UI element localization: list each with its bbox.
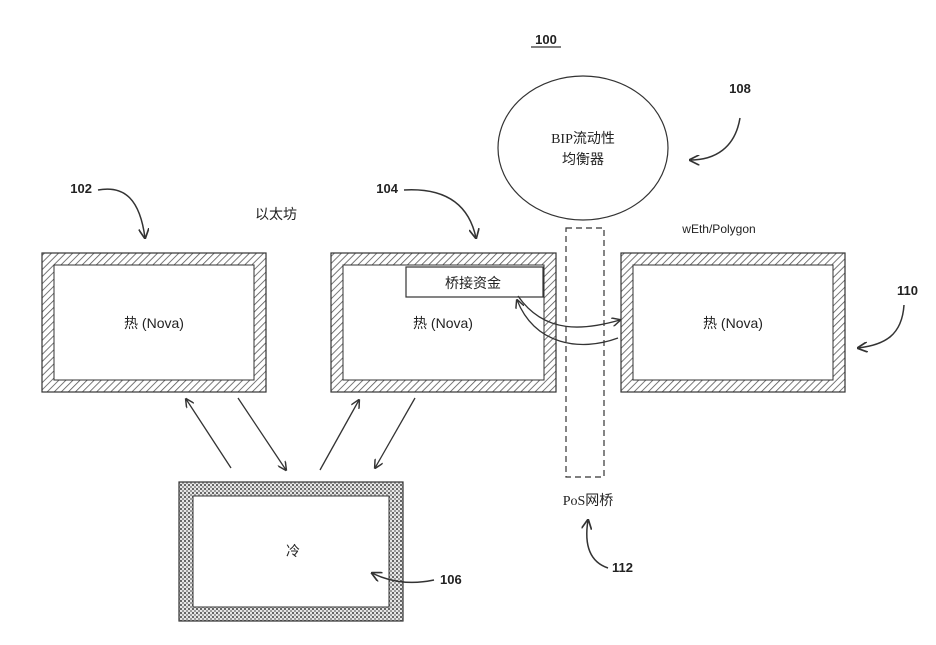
ref-110: 110 [897, 283, 918, 298]
leader-102 [97, 188, 145, 238]
cold-wallet-106: 冷 [178, 481, 404, 622]
weth-polygon-label: wEth/Polygon [681, 222, 755, 236]
hot-wallet-102-label: 热 (Nova) [124, 315, 184, 331]
balancer-label-line1: BIP流动性 [551, 131, 615, 147]
ref-104: 104 [376, 181, 398, 196]
pos-bridge-label: PoS网桥 [563, 493, 614, 509]
leader-106 [372, 573, 435, 584]
leader-108 [690, 117, 741, 160]
hot-wallet-104-label: 热 (Nova) [413, 315, 473, 331]
ref-102: 102 [70, 181, 92, 196]
hot-wallet-110: 热 (Nova) [620, 252, 846, 393]
pos-bridge-column [565, 227, 605, 478]
arrow-104-to-cold [375, 397, 416, 468]
bridge-arrow-to-104 [517, 300, 619, 346]
hot-wallet-110-label: 热 (Nova) [703, 315, 763, 331]
arrow-cold-to-104 [319, 400, 359, 471]
arrow-cold-to-102 [186, 399, 232, 469]
ethereum-label: 以太坊 [255, 206, 297, 222]
leader-110 [858, 304, 905, 348]
leader-104 [403, 189, 476, 238]
cold-wallet-106-label: 冷 [286, 543, 300, 559]
ref-112: 112 [612, 560, 633, 575]
leader-112 [587, 520, 609, 569]
hot-wallet-102: 热 (Nova) [41, 252, 267, 393]
bridge-funds-box: 桥接资金 [405, 266, 544, 298]
ref-108: 108 [729, 81, 751, 96]
bip-liquidity-balancer: BIP流动性 均衡器 [497, 75, 669, 221]
figure-number: 100 [535, 32, 557, 47]
balancer-label-line2: 均衡器 [562, 152, 604, 168]
bridge-arrow-to-110 [517, 295, 620, 328]
ref-106: 106 [440, 572, 462, 587]
arrow-102-to-cold [237, 397, 286, 470]
bridge-funds-label: 桥接资金 [445, 275, 501, 292]
